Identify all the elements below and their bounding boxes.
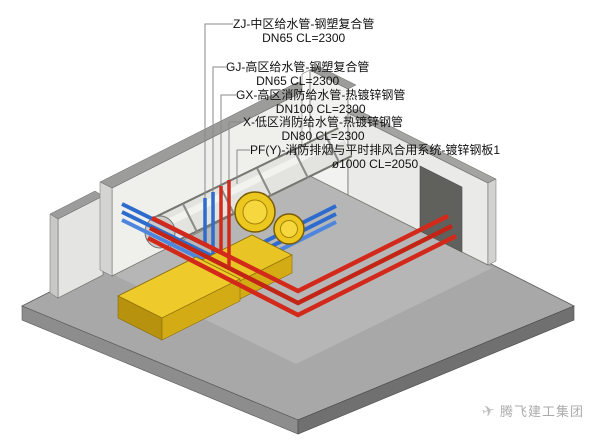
platform-front-right-face (297, 305, 575, 435)
fire-pipes-red (146, 180, 458, 318)
right-wall-end (487, 178, 497, 266)
label-name: ZJ-中区给水管-钢塑复合管 (233, 17, 375, 31)
leader-gj (212, 66, 226, 192)
label-spec: DN100 CL=2300 (275, 102, 366, 116)
pipe-label-x: X-低区消防给水管-热镀锌钢管 DN80 CL=2300 (243, 115, 403, 143)
left-pilaster-wall (49, 190, 104, 299)
label-spec: ø1000 CL=2050 (331, 157, 419, 171)
leader-lines (204, 23, 250, 198)
pipe-label-zj: ZJ-中区给水管-钢塑复合管 DN65 CL=2300 (233, 17, 374, 45)
leader-pfy (236, 149, 250, 184)
label-spec: DN65 CL=2300 (262, 31, 346, 45)
duct-damper-small (273, 213, 305, 245)
wall-opening (419, 165, 463, 253)
leader-x (228, 121, 243, 180)
paper-plane-icon: ✈ (480, 401, 497, 421)
watermark-text: 腾飞建工集团 (499, 404, 584, 419)
label-name: X-低区消防给水管-热镀锌钢管 (243, 115, 403, 129)
label-name: GX-高区消防给水管-热镀锌钢管 (236, 88, 406, 102)
duct-flange (324, 133, 340, 163)
yellow-duct-box-front (117, 256, 241, 341)
pipe-label-gj: GJ-高区给水管-钢塑复合管 DN65 CL=2300 (226, 60, 369, 88)
pipe-label-gx: GX-高区消防给水管-热镀锌钢管 DN100 CL=2300 (236, 88, 405, 116)
label-spec: DN65 CL=2300 (256, 74, 340, 88)
leader-gx (220, 94, 236, 186)
label-name: GJ-高区给水管-钢塑复合管 (226, 60, 370, 74)
duct-flange (256, 167, 272, 197)
watermark: ✈ 腾飞建工集团 (480, 401, 584, 421)
label-name: PF(Y)-消防排烟与平时排风合用系统-镀锌钢板1 (250, 143, 500, 157)
leader-zj (204, 23, 233, 198)
duct-damper-large (234, 191, 276, 233)
duct-flange (182, 203, 198, 233)
label-spec: DN80 CL=2300 (281, 129, 365, 143)
pipe-label-pfy: PF(Y)-消防排烟与平时排风合用系统-镀锌钢板1 ø1000 CL=2050 (250, 143, 500, 171)
left-wall-end (99, 181, 113, 277)
duct-flange (293, 149, 309, 179)
